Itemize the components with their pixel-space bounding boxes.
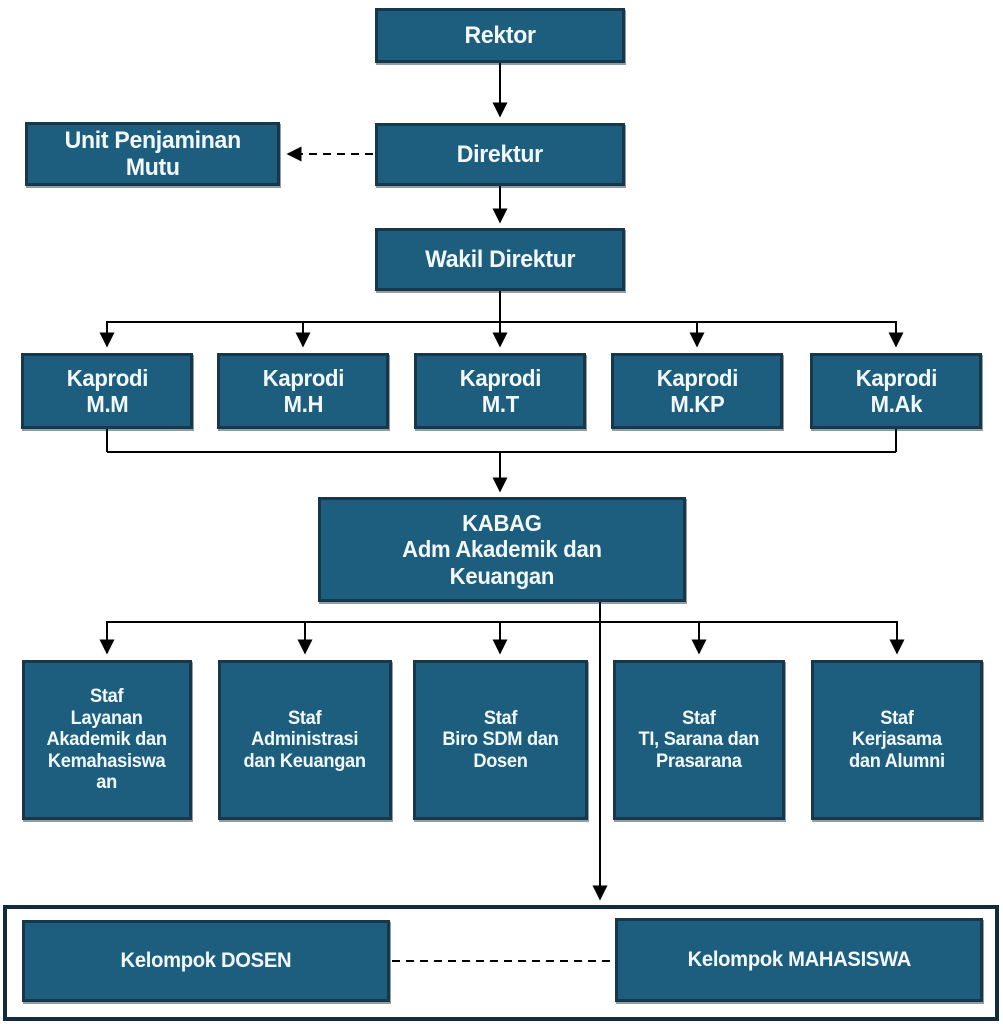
node-staf-kerjasama-alumni: Staf Kerjasama dan Alumni [811, 660, 983, 820]
node-staf-ti-label: Staf TI, Sarana dan Prasarana [638, 707, 760, 772]
node-kaprodi-mak-label: Kaprodi M.Ak [855, 364, 937, 417]
node-staf-kerjasama-label: Staf Kerjasama dan Alumni [849, 707, 945, 772]
node-staf-biro-sdm-dosen: Staf Biro SDM dan Dosen [413, 660, 588, 820]
node-staf-administrasi-keuangan: Staf Administrasi dan Keuangan [218, 660, 392, 820]
node-unit-penjaminan-mutu: Unit Penjaminan Mutu [25, 122, 280, 186]
node-rektor-label: Rektor [464, 21, 536, 49]
node-kelompok-mahasiswa-label: Kelompok MAHASISWA [687, 948, 911, 972]
node-direktur: Direktur [375, 123, 625, 186]
node-kelompok-dosen-label: Kelompok DOSEN [120, 949, 292, 973]
node-rektor: Rektor [375, 8, 625, 63]
node-staf-layanan-label: Staf Layanan Akademik dan Kemahasiswa an [46, 685, 168, 794]
node-unit-penjaminan-mutu-label: Unit Penjaminan Mutu [64, 126, 241, 181]
node-kaprodi-mkp: Kaprodi M.KP [611, 353, 783, 429]
node-kaprodi-mh-label: Kaprodi M.H [262, 364, 344, 417]
node-staf-administrasi-label: Staf Administrasi dan Keuangan [243, 707, 367, 772]
node-kaprodi-mm: Kaprodi M.M [21, 353, 193, 429]
node-staf-layanan-akademik: Staf Layanan Akademik dan Kemahasiswa an [22, 660, 192, 820]
node-wakil-direktur-label: Wakil Direktur [424, 245, 576, 273]
node-staf-biro-sdm-label: Staf Biro SDM dan Dosen [442, 707, 559, 772]
node-kabag-adm-akademik-keuangan: KABAG Adm Akademik dan Keuangan [318, 497, 686, 602]
node-kaprodi-mt-label: Kaprodi M.T [459, 364, 541, 417]
node-kelompok-mahasiswa: Kelompok MAHASISWA [615, 918, 983, 1002]
node-wakil-direktur: Wakil Direktur [375, 228, 625, 291]
node-kabag-label: KABAG Adm Akademik dan Keuangan [402, 510, 602, 589]
node-direktur-label: Direktur [456, 140, 544, 168]
node-kaprodi-mm-label: Kaprodi M.M [66, 364, 148, 417]
node-kaprodi-mkp-label: Kaprodi M.KP [656, 364, 738, 417]
node-kaprodi-mt: Kaprodi M.T [414, 353, 586, 429]
node-kelompok-dosen: Kelompok DOSEN [22, 920, 390, 1002]
node-kaprodi-mak: Kaprodi M.Ak [810, 353, 982, 429]
node-kaprodi-mh: Kaprodi M.H [217, 353, 389, 429]
node-staf-ti-sarana-prasarana: Staf TI, Sarana dan Prasarana [613, 660, 785, 820]
